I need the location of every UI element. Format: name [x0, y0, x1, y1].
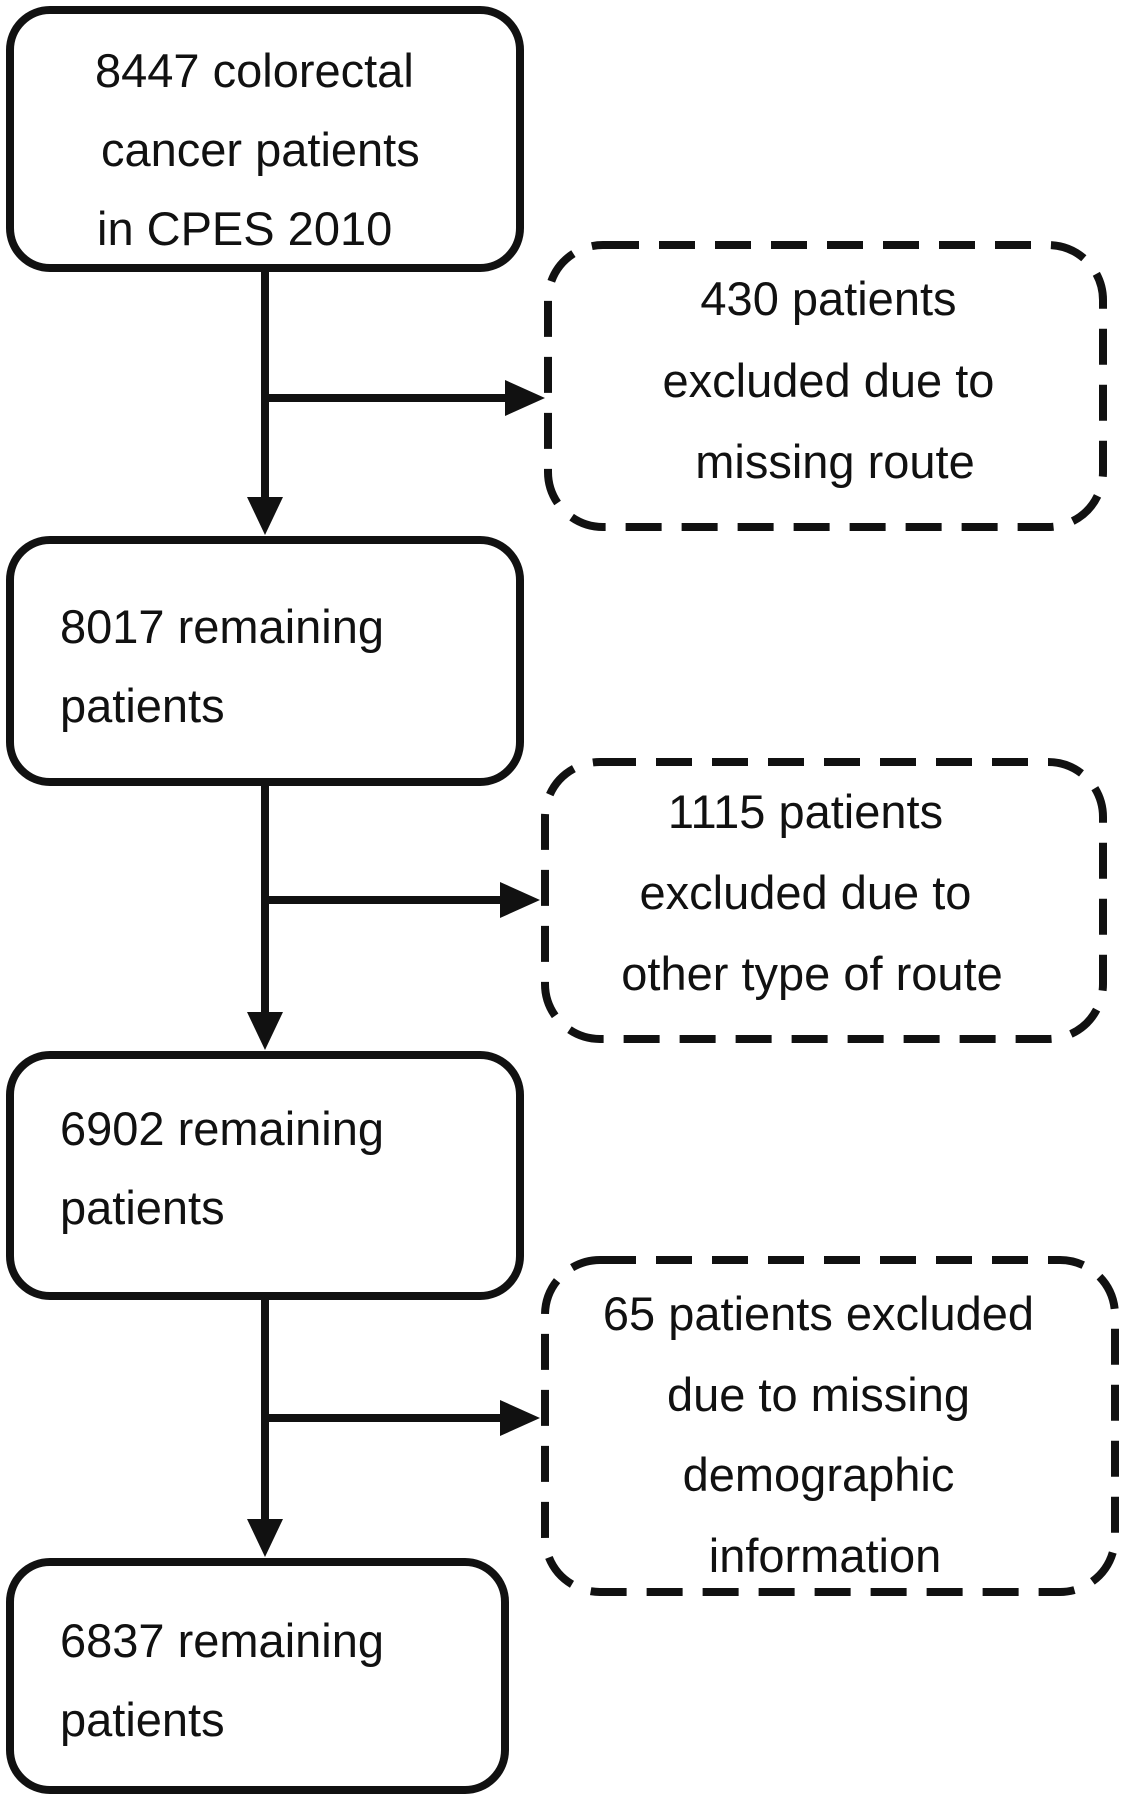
step-box-3	[6, 1051, 524, 1300]
step-1-line-2: cancer patients	[101, 123, 420, 176]
exclusion-1-line-3: missing route	[695, 435, 975, 488]
exclusion-2-line-2: excluded due to	[640, 866, 972, 919]
step-4-line-1: 6837 remaining	[60, 1614, 384, 1667]
exclusion-arrowhead-2	[500, 882, 540, 918]
step-2-label: 8017 remaining patients	[60, 600, 397, 732]
exclusion-box-1	[544, 241, 1107, 531]
step-1-line-3: in CPES 2010	[97, 202, 392, 255]
step-box-1	[6, 6, 524, 272]
step-2-line-2: patients	[60, 679, 225, 732]
exclusion-arrows	[265, 380, 545, 1436]
step-4-label: 6837 remaining patients	[60, 1614, 397, 1746]
exclusion-3-line-4: information	[709, 1529, 942, 1582]
exclusion-2-line-3: other type of route	[621, 947, 1002, 1000]
step-box-2	[6, 536, 524, 786]
exclusion-1-line-2: excluded due to	[663, 354, 995, 407]
flow-arrowhead-1	[247, 497, 283, 535]
exclusion-arrowhead-1	[505, 380, 545, 416]
exclusion-boxes	[541, 241, 1119, 1596]
exclusion-box-2	[541, 758, 1107, 1043]
step-1-label: 8447 colorectal cancer patients in CPES …	[95, 44, 433, 255]
step-3-line-2: patients	[60, 1181, 225, 1234]
exclusion-box-3	[541, 1256, 1119, 1596]
exclusion-3-line-1: 65 patients excluded	[603, 1287, 1034, 1340]
step-box-4	[6, 1558, 509, 1794]
main-flow-arrows	[247, 268, 283, 1557]
exclusion-1-label: 430 patients excluded due to missing rou…	[663, 272, 1008, 488]
step-3-label: 6902 remaining patients	[60, 1102, 397, 1234]
flow-arrowhead-3	[247, 1519, 283, 1557]
step-4-line-2: patients	[60, 1693, 225, 1746]
step-2-line-1: 8017 remaining	[60, 600, 384, 653]
step-texts: 8447 colorectal cancer patients in CPES …	[60, 44, 433, 1746]
exclusion-texts: 430 patients excluded due to missing rou…	[603, 272, 1047, 1582]
exclusion-2-label: 1115 patients excluded due to other type…	[621, 785, 1002, 1000]
exclusion-2-line-1: 1115 patients	[668, 785, 943, 838]
exclusion-3-line-3: demographic	[683, 1448, 955, 1501]
step-boxes	[6, 6, 524, 1794]
exclusion-3-line-2: due to missing	[667, 1368, 970, 1421]
step-3-line-1: 6902 remaining	[60, 1102, 384, 1155]
exclusion-arrowhead-3	[500, 1400, 540, 1436]
exclusion-1-line-1: 430 patients	[700, 272, 956, 325]
flow-arrowhead-2	[247, 1012, 283, 1050]
exclusion-3-label: 65 patients excluded due to missing demo…	[603, 1287, 1047, 1582]
step-1-line-1: 8447 colorectal	[95, 44, 414, 97]
